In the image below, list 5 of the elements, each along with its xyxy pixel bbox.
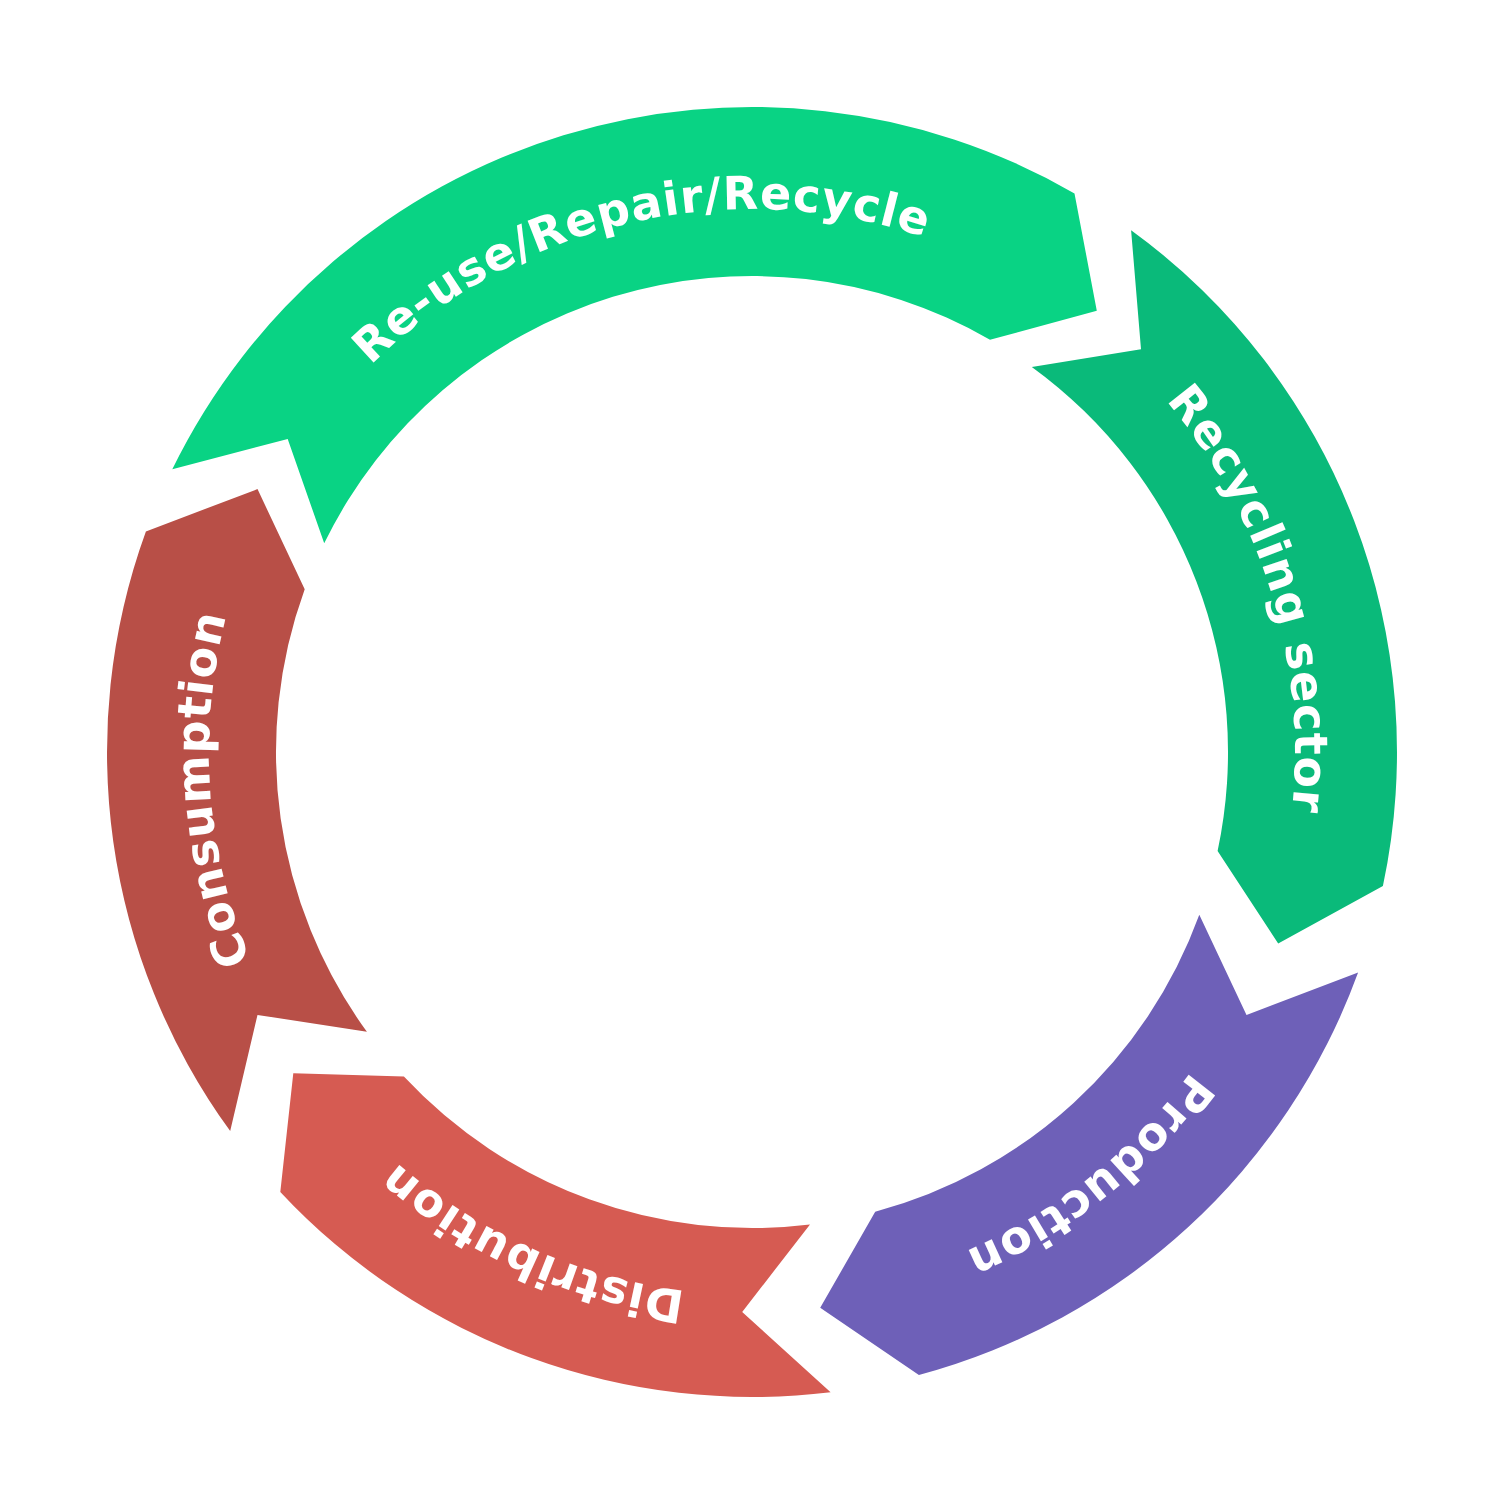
arrow-segment — [107, 489, 367, 1132]
arrow-segment — [280, 1073, 831, 1397]
arrow-segment — [172, 107, 1097, 544]
arrow-segment — [1031, 230, 1397, 944]
arrow-segment — [820, 914, 1359, 1375]
